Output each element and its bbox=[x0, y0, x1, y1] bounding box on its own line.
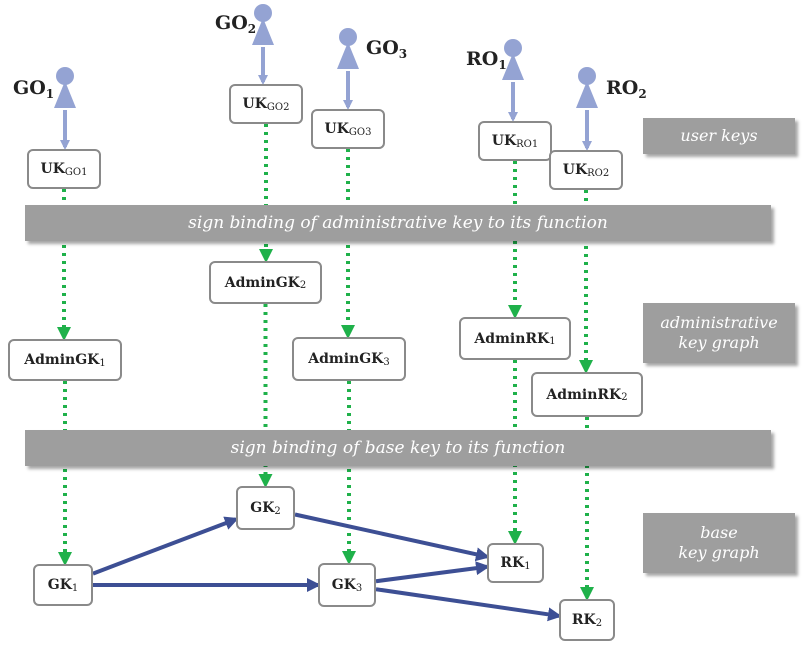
base-binding-banner: sign binding of base key to its function bbox=[25, 430, 771, 466]
owner-ro1: RO1 bbox=[466, 48, 507, 72]
person-icon bbox=[54, 67, 76, 108]
person-icon bbox=[576, 67, 598, 108]
base-key-graph-label: base key graph bbox=[643, 513, 795, 573]
user-keys-label: user keys bbox=[643, 118, 795, 154]
owner-go1: GO1 bbox=[13, 77, 55, 101]
user-keys-text: user keys bbox=[680, 126, 758, 145]
admin-binding-banner: sign binding of administrative key to it… bbox=[25, 205, 771, 241]
person-icon bbox=[502, 39, 524, 80]
admin-graph-line2: key graph bbox=[678, 333, 760, 352]
base-graph-line1: base bbox=[700, 523, 738, 542]
person-icon bbox=[337, 28, 359, 69]
owner-go3: GO3 bbox=[366, 37, 408, 61]
owner-go2: GO2 bbox=[215, 12, 257, 36]
base-graph-line2: key graph bbox=[678, 543, 760, 562]
person-icon bbox=[252, 4, 274, 45]
admin-binding-text: sign binding of administrative key to it… bbox=[188, 213, 608, 233]
key-graph-edge bbox=[294, 512, 490, 562]
owner-ro2: RO2 bbox=[606, 77, 647, 101]
admin-graph-line1: administrative bbox=[660, 313, 778, 332]
base-binding-text: sign binding of base key to its function bbox=[230, 438, 566, 458]
key-graph-edge bbox=[375, 587, 562, 622]
key-graph-edge bbox=[375, 561, 490, 584]
key-graph-edge bbox=[92, 516, 239, 576]
admin-key-graph-label: administrative key graph bbox=[643, 303, 795, 363]
